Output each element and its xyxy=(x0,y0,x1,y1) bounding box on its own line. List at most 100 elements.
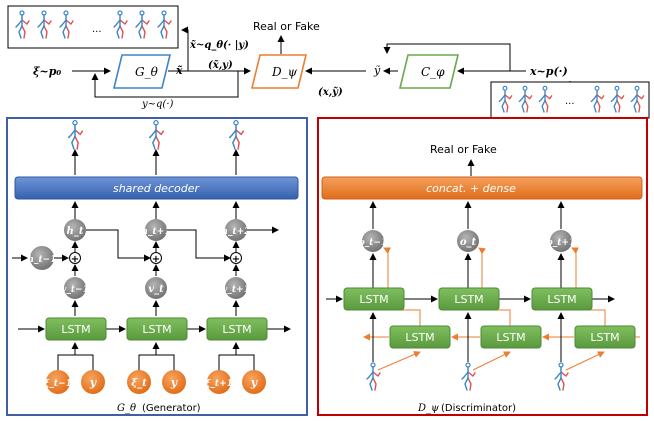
discriminator-block-label: D_ψ xyxy=(271,65,298,79)
backward-lstm-3 xyxy=(574,325,636,349)
forward-lstm-label-3: LSTM xyxy=(547,293,576,306)
hidden-state-label-t-plus-2: h_t+2 xyxy=(221,227,250,237)
output-node-t-minus-1 xyxy=(362,230,384,252)
generator-lstm-label-3: LSTM xyxy=(222,323,251,336)
pose-icon xyxy=(461,362,476,391)
discriminator-panel: Real or Fake concat. + dense o_t−1 o_t o… xyxy=(317,117,648,416)
generator-block-label: G_θ xyxy=(135,65,159,79)
pose-icon xyxy=(554,362,569,391)
condition-node-3 xyxy=(242,370,266,394)
real-ellipsis: ... xyxy=(565,96,575,107)
generator-lstm-label-2: LSTM xyxy=(142,323,171,336)
generated-ellipsis: ... xyxy=(92,24,102,35)
classifier-block xyxy=(398,54,460,89)
pose-icon xyxy=(59,10,74,39)
noise-label-t-minus-1: ξ_t−1 xyxy=(44,379,72,389)
forward-lstm-label-1: LSTM xyxy=(359,293,388,306)
hidden-state-node-t xyxy=(64,219,86,241)
x-tilde-label: x̃ xyxy=(175,64,183,77)
generator-lstm-label-1: LSTM xyxy=(61,323,90,336)
condition-node-2 xyxy=(162,370,186,394)
concat-dense-label: concat. + dense xyxy=(426,182,516,195)
pose-icon xyxy=(538,85,553,113)
latent-node-t-plus-1 xyxy=(225,277,247,299)
pose-icon xyxy=(148,120,165,150)
pose-icon xyxy=(518,85,533,113)
hidden-state-label-t: h_t xyxy=(67,226,84,237)
output-label-t-plus-1: o_t+1 xyxy=(547,238,575,248)
backward-lstm-2 xyxy=(480,325,542,349)
noise-node-t-minus-1 xyxy=(46,370,70,394)
pose-icon xyxy=(630,85,645,113)
pose-icon xyxy=(157,10,172,39)
output-label-t-minus-1: o_t−1 xyxy=(359,238,387,248)
generator-output-poses xyxy=(67,120,245,150)
backward-lstm-label-2: LSTM xyxy=(496,331,525,344)
pose-icon xyxy=(366,362,381,391)
hidden-state-node-t-minus-1 xyxy=(30,246,54,270)
hidden-state-node-t-plus-2 xyxy=(225,219,247,241)
shared-decoder-label: shared decoder xyxy=(113,182,200,195)
generated-poses xyxy=(15,10,172,39)
generator-lstm-2 xyxy=(126,317,188,341)
pose-icon xyxy=(135,10,150,39)
forward-lstm-2 xyxy=(438,287,500,311)
backward-lstm-label-3: LSTM xyxy=(590,331,619,344)
top-pipeline: ... ξ~p₀ G_θ x̃ (x̃,y) x̃~q_θ(· |y) y~q(… xyxy=(7,5,650,119)
backward-lstm-label-1: LSTM xyxy=(405,331,434,344)
x-tilde-distribution-label: x̃~q_θ(· |y) xyxy=(189,40,249,51)
forward-lstm-label-2: LSTM xyxy=(454,293,483,306)
hidden-state-node-t-plus-1 xyxy=(145,219,167,241)
generator-lstm-1 xyxy=(45,317,107,341)
plus-node-1 xyxy=(69,252,81,264)
real-data-distribution-label: x~p(·) xyxy=(529,65,568,78)
noise-node-t-plus-1 xyxy=(207,370,231,394)
latent-label-t: v_t xyxy=(148,284,164,295)
generator-caption-text: (Generator) xyxy=(142,403,201,414)
latent-node-t xyxy=(145,277,167,299)
plus-node-3 xyxy=(230,252,242,264)
generator-frame xyxy=(6,117,308,416)
latent-label-t-minus-1: v_t−1 xyxy=(61,285,89,295)
real-pair-label: (x,ỹ) xyxy=(318,87,343,98)
noise-label-t: ξ_t xyxy=(131,378,147,389)
pose-icon xyxy=(610,85,625,113)
forward-lstm-3 xyxy=(531,287,593,311)
noise-label-t-plus-1: ξ_t+1 xyxy=(205,379,233,389)
discriminator-caption-text: (Discriminator) xyxy=(441,403,516,414)
plus-sign-1: + xyxy=(71,254,79,265)
discriminator-frame xyxy=(317,117,648,416)
xi-prior-label: ξ~p₀ xyxy=(33,65,61,78)
plus-node-2 xyxy=(150,252,162,264)
pose-icon xyxy=(67,120,84,150)
generator-lstm-3 xyxy=(206,317,268,341)
pose-icon xyxy=(228,120,245,150)
generator-block xyxy=(112,54,172,89)
plus-sign-3: + xyxy=(232,254,240,265)
pose-icon xyxy=(113,10,128,39)
forward-lstm-1 xyxy=(343,287,405,311)
top-real-or-fake-label: Real or Fake xyxy=(253,20,320,33)
condition-label-1: y xyxy=(89,376,98,389)
generator-panel: shared decoder h_t h_t+1 h_t+2 h_t−1 + +… xyxy=(6,117,308,416)
y-distribution-label: y~q(·) xyxy=(141,99,174,110)
pose-icon xyxy=(15,10,30,39)
condition-label-3: y xyxy=(250,376,259,389)
pose-icon xyxy=(37,10,52,39)
output-node-t xyxy=(457,230,479,252)
y-tilde-label: ỹ xyxy=(373,64,381,77)
concat-dense-bar xyxy=(321,176,643,200)
real-samples-box xyxy=(490,81,650,119)
discriminator-caption-symbol: D_ψ xyxy=(417,403,439,414)
noise-node-t xyxy=(127,370,151,394)
hidden-state-label-t-plus-1: h_t+1 xyxy=(141,227,170,237)
condition-node-1 xyxy=(81,370,105,394)
output-label-t: o_t xyxy=(460,237,477,248)
plus-sign-2: + xyxy=(152,254,160,265)
condition-label-2: y xyxy=(170,376,179,389)
discriminator-input-poses xyxy=(366,362,569,391)
real-poses xyxy=(498,85,645,113)
classifier-block-label: C_φ xyxy=(421,65,445,79)
fake-pair-label: (x̃,y) xyxy=(208,60,233,71)
